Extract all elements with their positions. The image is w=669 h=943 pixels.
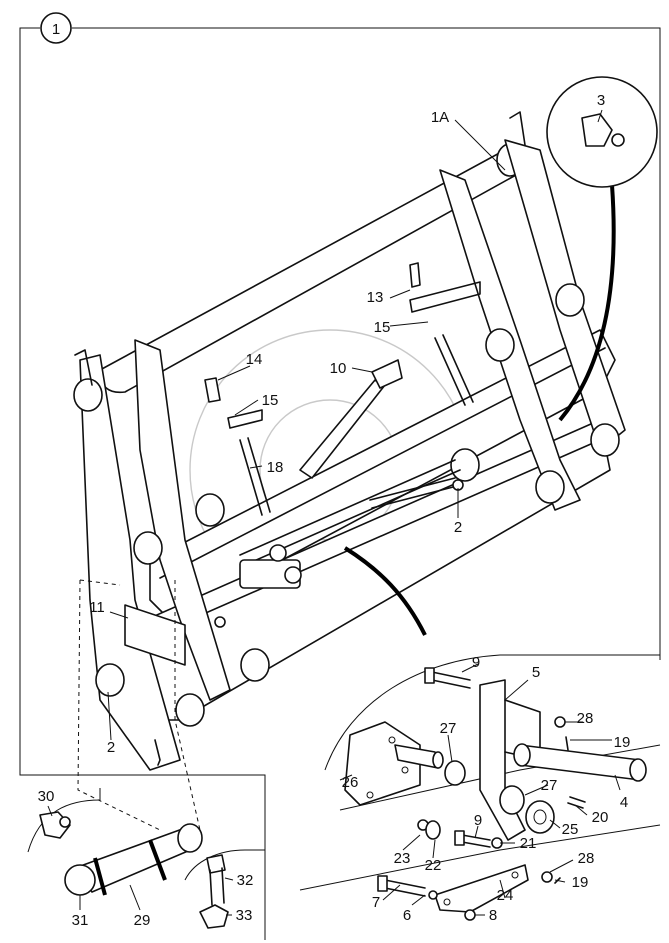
loader-frame [73, 111, 626, 771]
callout-25: 25 [562, 821, 579, 838]
callout-27-right: 27 [541, 777, 558, 794]
callout-26: 26 [342, 774, 359, 791]
callout-27-left: 27 [440, 720, 457, 737]
callout-9-lower: 9 [474, 812, 482, 829]
callout-2-left: 2 [107, 739, 115, 756]
callout-19-lower: 19 [572, 874, 589, 891]
group-number-badge: 1 [40, 12, 72, 44]
mount-plate-26 [344, 721, 421, 806]
callout-30: 30 [38, 788, 55, 805]
threaded-rod-right [434, 334, 474, 406]
callout-4: 4 [620, 794, 628, 811]
callout-19-upper: 19 [614, 734, 631, 751]
callout-9-upper: 9 [472, 654, 480, 671]
inset-grease-nipple [546, 76, 658, 188]
callout-29: 29 [134, 912, 151, 929]
inset-pivot-pin [27, 788, 265, 929]
callout-32: 32 [237, 872, 254, 889]
callout-24: 24 [497, 887, 514, 904]
callout-21: 21 [520, 835, 537, 852]
linkage-rod [369, 477, 458, 509]
callout-15-upper: 15 [374, 319, 391, 336]
group-number: 1 [52, 21, 60, 38]
callout-23: 23 [394, 850, 411, 867]
callout-11: 11 [89, 599, 105, 616]
grease-line-right [558, 184, 616, 422]
callout-13: 13 [367, 289, 384, 306]
threaded-rod-left [239, 437, 271, 516]
callout-28-upper: 28 [577, 710, 594, 727]
callout-8: 8 [489, 907, 497, 924]
plate-11 [124, 604, 186, 666]
callout-14: 14 [246, 351, 263, 368]
grease-line-lower [343, 546, 427, 636]
callout-22: 22 [425, 857, 442, 874]
callout-1A: 1A [431, 109, 449, 126]
callout-10: 10 [330, 360, 347, 377]
callout-20: 20 [592, 809, 609, 826]
callout-28-lower: 28 [578, 850, 595, 867]
callout-labels: 1A 3 13 15 10 14 15 18 2 11 2 9 5 27 28 … [38, 92, 631, 929]
frame-border [19, 27, 661, 940]
link-plate-24 [434, 864, 529, 913]
lever-arm-5 [479, 679, 526, 841]
callout-31: 31 [72, 912, 89, 929]
callout-3: 3 [597, 92, 605, 109]
callout-5: 5 [532, 664, 540, 681]
callout-15-lower: 15 [262, 392, 279, 409]
bushings [73, 283, 620, 727]
leader-lines [47, 109, 621, 916]
callout-6: 6 [403, 907, 411, 924]
callout-7: 7 [372, 894, 380, 911]
callout-33: 33 [236, 907, 253, 924]
left-inner-plate [134, 339, 231, 701]
callout-18: 18 [267, 459, 284, 476]
callout-2-right: 2 [454, 519, 462, 536]
washer-25 [525, 800, 555, 834]
